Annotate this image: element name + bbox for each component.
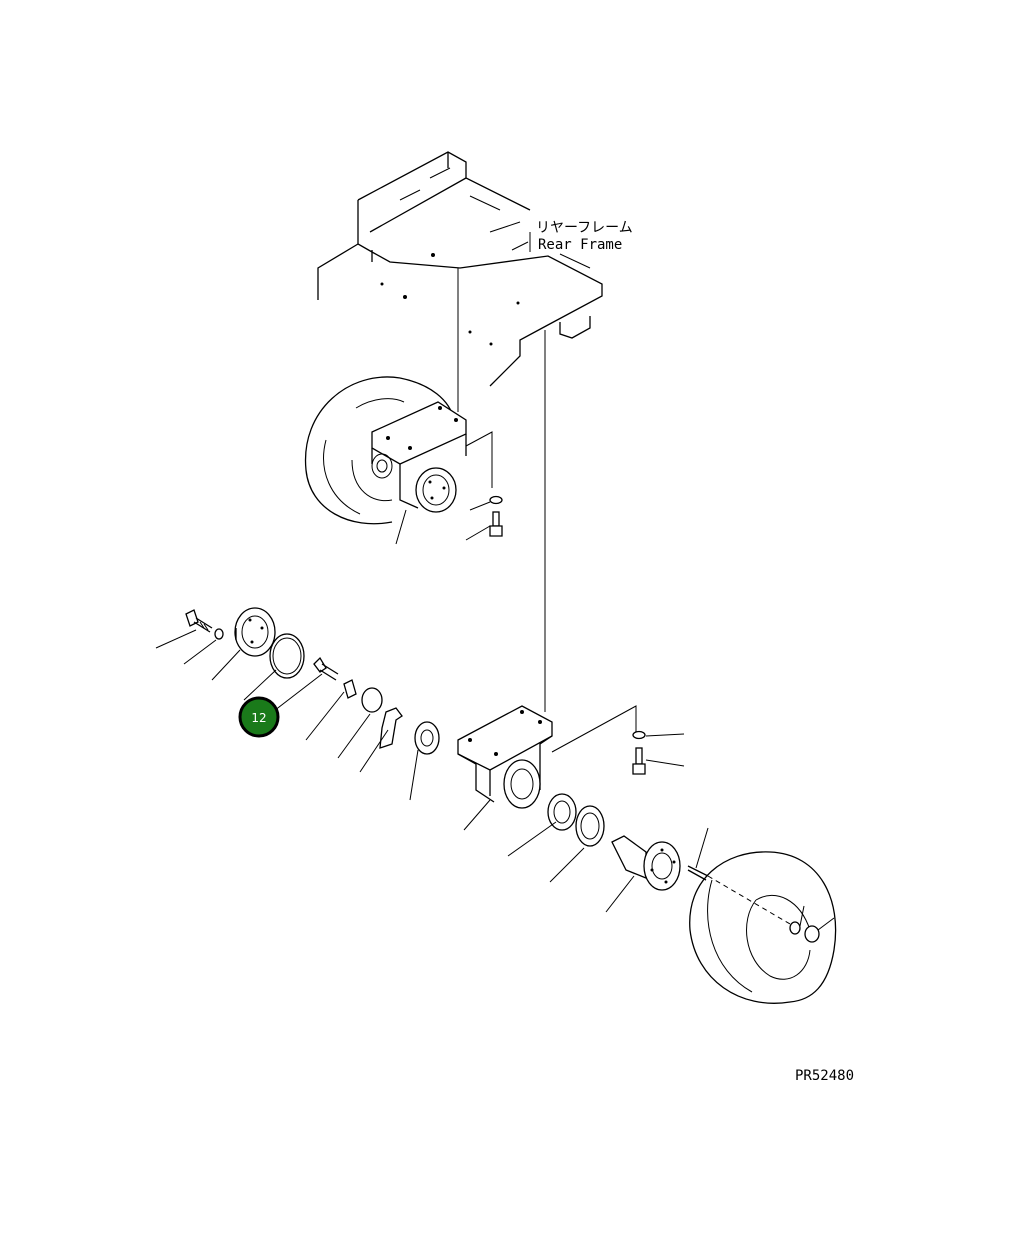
rear-frame-label-jp: リヤーフレーム xyxy=(536,220,633,236)
callout-circle[interactable] xyxy=(238,696,280,738)
drawing-code: PR52480 xyxy=(795,1068,854,1084)
lower-washer-bolt xyxy=(632,730,646,775)
lower-bracket xyxy=(457,705,553,809)
rear-frame-label-en: Rear Frame xyxy=(538,237,622,253)
upper-washer-bolt xyxy=(489,495,503,537)
callout-badge[interactable]: 12 xyxy=(238,696,280,738)
upper-tire-assembly xyxy=(304,376,467,525)
lower-tire xyxy=(689,851,837,1004)
rear-frame-drawing xyxy=(317,151,603,387)
callout-number: 12 xyxy=(251,711,266,725)
left-exploded-parts xyxy=(185,607,440,755)
bearing-spindle-parts xyxy=(547,793,709,891)
